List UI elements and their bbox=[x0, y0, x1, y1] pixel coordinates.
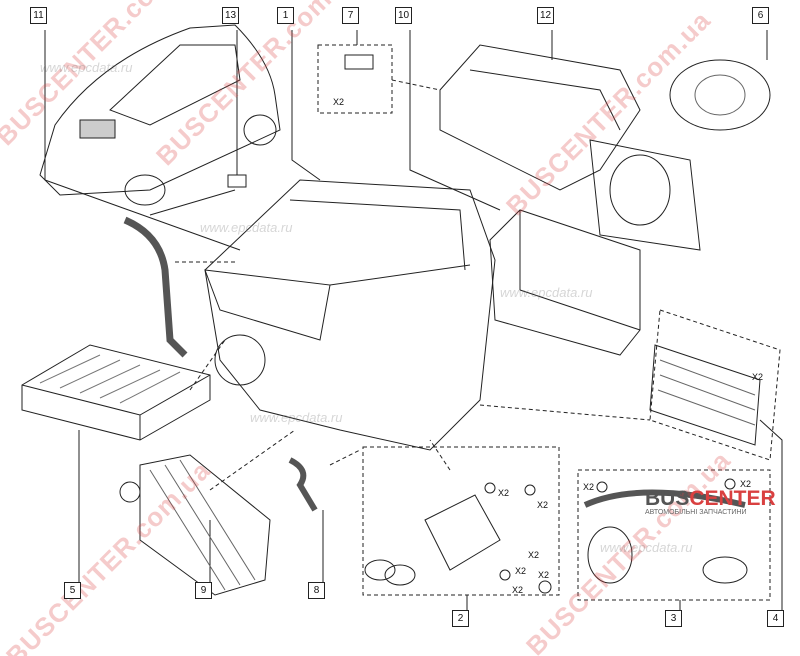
watermark-site: www.epcdata.ru bbox=[600, 540, 693, 555]
group-box-7 bbox=[317, 44, 393, 114]
logo-name-part1: BUS bbox=[645, 487, 690, 510]
part-6-blower bbox=[589, 59, 771, 251]
qty-label: X2 bbox=[512, 585, 524, 595]
watermark-site: www.epcdata.ru bbox=[200, 220, 293, 235]
callout-3: 3 bbox=[665, 610, 682, 627]
arrow-heater bbox=[479, 404, 651, 421]
part-10-flap-housing bbox=[489, 209, 641, 356]
callout-4: 4 bbox=[767, 610, 784, 627]
group-box-2 bbox=[362, 446, 560, 596]
logo-tagline: АВТОМОБІЛЬНІ ЗАПЧАСТИНИ bbox=[645, 509, 747, 516]
qty-label: X2 bbox=[537, 500, 549, 510]
callout-8: 8 bbox=[308, 582, 325, 599]
part-4-heater-core bbox=[649, 344, 761, 446]
logo-name-part2: CENTER bbox=[689, 487, 776, 510]
callout-10: 10 bbox=[395, 7, 412, 24]
callout-9: 9 bbox=[195, 582, 212, 599]
callout-5: 5 bbox=[64, 582, 81, 599]
leader-4 bbox=[759, 419, 783, 617]
callout-2: 2 bbox=[452, 610, 469, 627]
qty-label: X2 bbox=[498, 488, 510, 498]
watermark-site: www.epcdata.ru bbox=[500, 285, 593, 300]
part-2-kit bbox=[364, 482, 552, 594]
part-3-kit bbox=[583, 478, 748, 584]
qty-label: X2 bbox=[583, 482, 595, 492]
leader-10 bbox=[409, 30, 501, 211]
arrow-evaporator bbox=[209, 429, 296, 491]
callout-11: 11 bbox=[30, 7, 47, 24]
arrow-group2 bbox=[429, 439, 451, 471]
watermark-site: www.epcdata.ru bbox=[40, 60, 133, 75]
vehicle-outline bbox=[39, 24, 281, 206]
qty-label: X2 bbox=[538, 570, 550, 580]
part-13-wire bbox=[149, 189, 236, 216]
arrow-resistor bbox=[391, 79, 441, 91]
watermark-site: www.epcdata.ru bbox=[250, 410, 343, 425]
qty-label: X2 bbox=[515, 566, 527, 576]
qty-label: X2 bbox=[752, 372, 764, 382]
callout-13: 13 bbox=[222, 7, 239, 24]
callout-6: 6 bbox=[752, 7, 769, 24]
qty-label: X2 bbox=[740, 479, 752, 489]
part-9-evaporator bbox=[119, 454, 271, 596]
part-12-housing bbox=[439, 44, 641, 191]
part-8-drain bbox=[288, 457, 318, 512]
part-hose bbox=[123, 216, 188, 358]
part-13-sensor bbox=[227, 174, 247, 188]
callout-12: 12 bbox=[537, 7, 554, 24]
part-7-resistor bbox=[344, 54, 374, 70]
part-1-hvac-unit bbox=[204, 179, 496, 451]
arrow-filter bbox=[189, 339, 226, 391]
leader-1 bbox=[291, 30, 321, 181]
buscenter-logo: BUSCENTER АВТОМОБІЛЬНІ ЗАПЧАСТИНИ bbox=[645, 487, 776, 516]
qty-label: X2 bbox=[333, 97, 345, 107]
part-5-cabin-filter bbox=[21, 344, 211, 441]
group-box-4 bbox=[649, 309, 781, 461]
arrow-drain bbox=[329, 449, 361, 466]
qty-label: X2 bbox=[528, 550, 540, 560]
callout-7: 7 bbox=[342, 7, 359, 24]
callout-1: 1 bbox=[277, 7, 294, 24]
